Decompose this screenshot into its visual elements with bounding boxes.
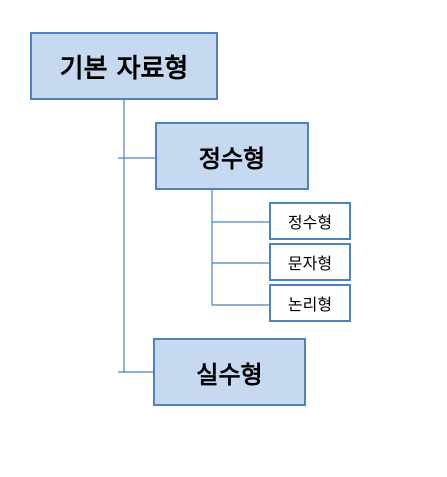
- integer-subtype-node: 정수형: [269, 202, 351, 240]
- character-type-label: 문자형: [287, 254, 333, 273]
- boolean-type-label: 논리형: [287, 295, 333, 314]
- boolean-type-node: 논리형: [269, 284, 351, 322]
- root-node-basic-types: 기본 자료형: [30, 32, 218, 100]
- real-type-label: 실수형: [196, 360, 263, 389]
- integer-subtype-label: 정수형: [287, 213, 333, 232]
- character-type-node: 문자형: [269, 243, 351, 281]
- integer-type-node: 정수형: [155, 122, 309, 190]
- root-node-label: 기본 자료형: [59, 53, 189, 84]
- integer-type-label: 정수형: [198, 144, 266, 173]
- real-type-node: 실수형: [153, 338, 306, 406]
